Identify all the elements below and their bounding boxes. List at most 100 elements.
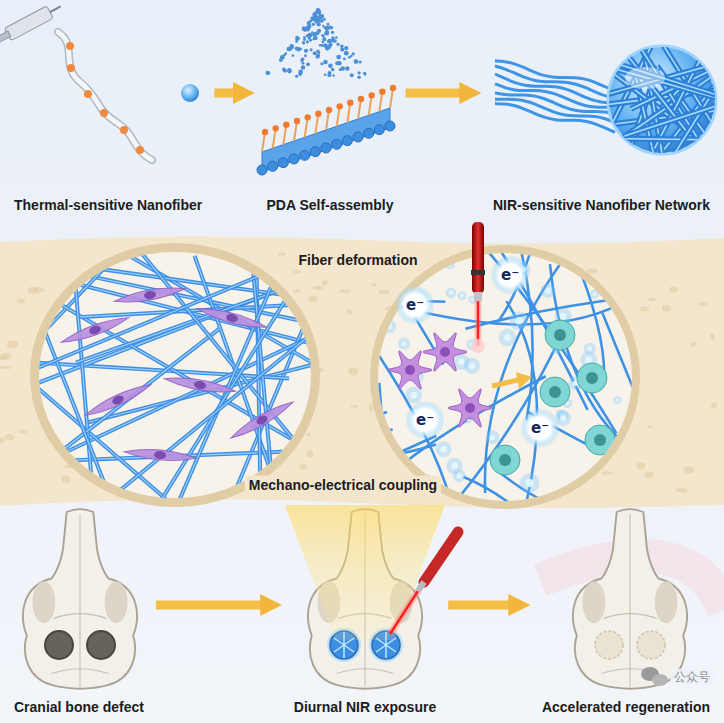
pda-dot — [323, 60, 328, 65]
bone-pore — [5, 434, 15, 440]
spark — [441, 446, 447, 452]
nanofiber-highlight — [76, 229, 453, 363]
sphere-rod — [581, 59, 724, 103]
spark-halo — [436, 441, 452, 457]
spark-halo — [398, 338, 410, 350]
pda-spray — [265, 8, 366, 79]
pda-dot — [316, 49, 319, 52]
deformed-fiber — [602, 313, 695, 534]
bone-pore — [278, 253, 286, 256]
pda-dot — [331, 68, 334, 71]
nanofiber-highlight — [32, 298, 394, 468]
pda-dot — [303, 36, 306, 39]
pda-dot — [333, 39, 336, 42]
ribbon-fiber — [495, 93, 615, 114]
ribbon-fiber — [495, 104, 615, 133]
pda-dot — [335, 61, 339, 65]
pda-dot — [331, 36, 334, 39]
wechat-icon — [641, 667, 668, 686]
step-panel: Diurnal NIR exposure — [286, 500, 444, 720]
osteoblast-cell — [577, 363, 607, 393]
active-cells — [388, 320, 615, 475]
flow-arrow — [448, 601, 515, 610]
electron-label: e⁻ — [416, 411, 434, 429]
pda-dot — [328, 63, 333, 68]
pda-dot — [328, 26, 332, 30]
bone-pore — [351, 405, 358, 408]
step-caption: PDA Self-assembly — [266, 197, 393, 214]
deformed-mesh — [182, 56, 724, 708]
pda-dot — [359, 60, 362, 63]
osteoblast-cell — [540, 377, 570, 407]
ribbon-bead — [278, 158, 288, 168]
spark — [402, 341, 407, 346]
spark — [560, 313, 567, 320]
ribbon-bead — [300, 150, 310, 160]
pda-dot — [343, 57, 346, 60]
sphere-rod — [602, 138, 724, 140]
pda-dot — [317, 23, 321, 27]
annotation: Mechano-electrical coupling — [245, 476, 441, 495]
molecule-head — [283, 121, 289, 127]
step-caption: Cranial bone defect — [14, 699, 144, 716]
pda-dot — [317, 19, 320, 22]
pda-dot — [327, 45, 331, 49]
pda-dot — [313, 13, 316, 16]
pda-dot — [320, 20, 323, 23]
ribbon-bead — [289, 154, 299, 164]
pda-dot — [321, 15, 324, 18]
bone-pore — [322, 280, 328, 285]
bone-pore — [648, 425, 653, 428]
pda-dot — [322, 25, 324, 27]
spark-halo — [590, 289, 599, 298]
spark-halo — [589, 263, 597, 271]
molecule-head — [294, 118, 300, 124]
bone-pore — [299, 464, 306, 470]
pda-dot — [324, 31, 329, 36]
bone-pore — [19, 430, 27, 434]
spark-halo — [590, 475, 602, 487]
ribbon-bead — [332, 139, 342, 149]
spark — [458, 359, 465, 366]
stimulated-cell — [448, 389, 492, 427]
spindle-cell — [196, 304, 268, 332]
pda-dot — [298, 72, 302, 76]
pda-dot — [316, 55, 320, 59]
differentiation-arrow — [492, 372, 532, 389]
bone-band — [0, 236, 724, 508]
deformed-fiber — [196, 444, 436, 462]
bone-pore — [308, 296, 317, 303]
light-funnel — [285, 505, 445, 640]
nanofiber-ribbon — [495, 61, 615, 133]
bone-pore — [292, 290, 300, 293]
molecule-head — [390, 85, 396, 91]
bone-pore — [0, 353, 11, 359]
deformed-fiber — [632, 322, 724, 511]
spark-halo — [541, 283, 556, 298]
bone-pore — [711, 403, 717, 409]
nanofiber — [21, 222, 390, 375]
spark — [448, 263, 452, 267]
laser-pointer — [390, 532, 458, 634]
pda-dot — [363, 72, 366, 75]
pda-dot — [310, 48, 313, 51]
pda-dot — [265, 71, 269, 75]
pda-dot — [358, 71, 361, 74]
deformed-fiber — [476, 238, 616, 433]
pda-dot — [324, 73, 327, 76]
pda-ribbon — [257, 85, 396, 175]
bone-pore — [648, 298, 656, 301]
electron-label: e⁻ — [501, 266, 519, 284]
spark — [602, 272, 608, 278]
step-panel: Thermal-sensitive Nanofiber — [6, 4, 210, 218]
osteoblast-cell — [585, 425, 615, 455]
fiber-beads — [66, 42, 144, 154]
bone-pore — [710, 333, 715, 340]
ribbon-bead — [321, 143, 331, 153]
step-caption: Thermal-sensitive Nanofiber — [14, 197, 202, 214]
pda-dot — [287, 69, 291, 73]
nanofiber — [76, 229, 453, 363]
ribbon-bead — [268, 161, 278, 171]
bone-pore — [587, 268, 598, 273]
molecule-head — [336, 103, 342, 109]
